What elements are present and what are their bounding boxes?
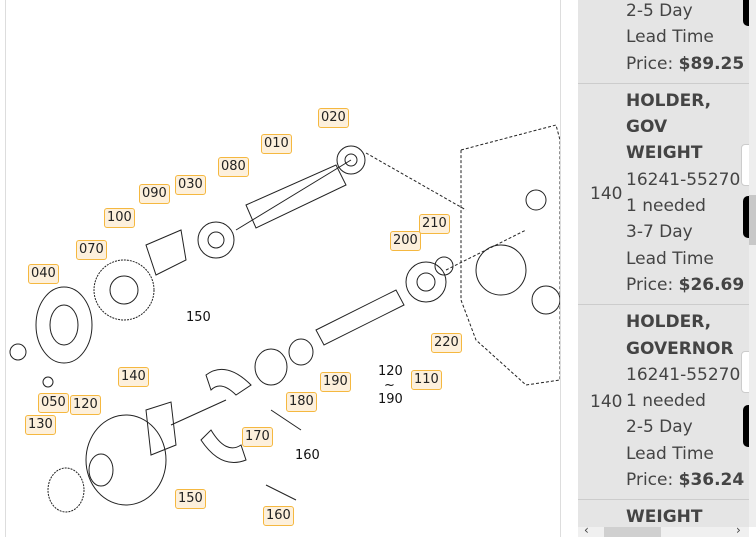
- callout-150[interactable]: 150: [175, 489, 206, 509]
- part-row: 140 HOLDER, GOVERNOR 16241-55270 1 neede…: [578, 305, 749, 501]
- label-tilde: ~: [384, 378, 395, 393]
- label-150: 150: [186, 310, 211, 325]
- part-name: WEIGHT: [626, 507, 703, 527]
- quantity-needed: 1 needed: [626, 391, 706, 412]
- lead-time-label: Lead Time: [626, 27, 714, 48]
- scroll-right-arrow-icon[interactable]: ›: [736, 523, 741, 537]
- callout-180[interactable]: 180: [286, 392, 317, 412]
- callout-030[interactable]: 030: [175, 175, 206, 195]
- lead-time-days: 2-5 Day: [626, 1, 693, 21]
- ref-number: 140: [590, 392, 623, 413]
- callout-190[interactable]: 190: [320, 372, 351, 392]
- callout-020[interactable]: 020: [318, 108, 349, 128]
- callout-220[interactable]: 220: [431, 333, 462, 353]
- callout-170[interactable]: 170: [242, 427, 273, 447]
- add-to-cart-button[interactable]: [743, 195, 749, 238]
- label-120: 120: [378, 364, 403, 379]
- part-name: GOV: [626, 117, 668, 138]
- scroll-left-arrow-icon[interactable]: ‹: [584, 523, 589, 537]
- quantity-input[interactable]: [741, 143, 749, 186]
- part-name: HOLDER,: [626, 90, 712, 111]
- horizontal-scrollbar[interactable]: ‹ ›: [578, 523, 749, 537]
- callout-050[interactable]: 050: [38, 393, 69, 413]
- label-160: 160: [295, 448, 320, 463]
- quantity-input[interactable]: [741, 351, 749, 394]
- part-name: WEIGHT: [626, 143, 703, 164]
- price: Price: $26.69: [626, 274, 745, 295]
- callout-140[interactable]: 140: [118, 367, 149, 387]
- lead-time-label: Lead Time: [626, 248, 714, 269]
- scrollbar-thumb[interactable]: [604, 527, 661, 537]
- part-row: 140 HOLDER, GOV WEIGHT 16241-55270 1 nee…: [578, 84, 749, 306]
- part-row: WEIGHT: [578, 500, 749, 527]
- callout-200[interactable]: 200: [390, 231, 421, 251]
- exploded-view-drawing: [9, 124, 560, 513]
- part-number: 16241-55270: [626, 364, 741, 385]
- ref-number: 140: [590, 183, 623, 204]
- vertical-scrollbar[interactable]: [749, 0, 756, 527]
- part-row: 2-5 Day Lead Time Price: $89.25: [578, 0, 749, 84]
- lead-time-label: Lead Time: [626, 443, 714, 464]
- callout-210[interactable]: 210: [419, 214, 450, 234]
- part-number: 16241-55270: [626, 169, 741, 190]
- price: Price: $36.24: [626, 470, 745, 491]
- callout-130[interactable]: 130: [25, 415, 56, 435]
- callout-010[interactable]: 010: [261, 134, 292, 154]
- parts-list: 2-5 Day Lead Time Price: $89.25 140 HOLD…: [578, 0, 749, 527]
- callout-120[interactable]: 120: [70, 395, 101, 415]
- quantity-needed: 1 needed: [626, 196, 706, 217]
- callout-160[interactable]: 160: [263, 506, 294, 526]
- parts-diagram: 020 010 080 030 090 100 070 040 200 210 …: [5, 0, 561, 537]
- part-name: GOVERNOR: [626, 338, 734, 359]
- lead-time-days: 2-5 Day: [626, 417, 693, 438]
- scrollbar-thumb[interactable]: [749, 195, 756, 245]
- add-to-cart-button[interactable]: [743, 405, 749, 448]
- callout-070[interactable]: 070: [76, 240, 107, 260]
- label-190: 190: [378, 392, 403, 407]
- callout-040[interactable]: 040: [28, 264, 59, 284]
- callout-110[interactable]: 110: [411, 370, 442, 390]
- part-name: HOLDER,: [626, 312, 712, 333]
- callout-080[interactable]: 080: [218, 157, 249, 177]
- callout-090[interactable]: 090: [139, 184, 170, 204]
- lead-time-days: 3-7 Day: [626, 222, 693, 243]
- price: Price: $89.25: [626, 53, 745, 74]
- add-to-cart-button[interactable]: [743, 0, 749, 26]
- callout-100[interactable]: 100: [104, 208, 135, 228]
